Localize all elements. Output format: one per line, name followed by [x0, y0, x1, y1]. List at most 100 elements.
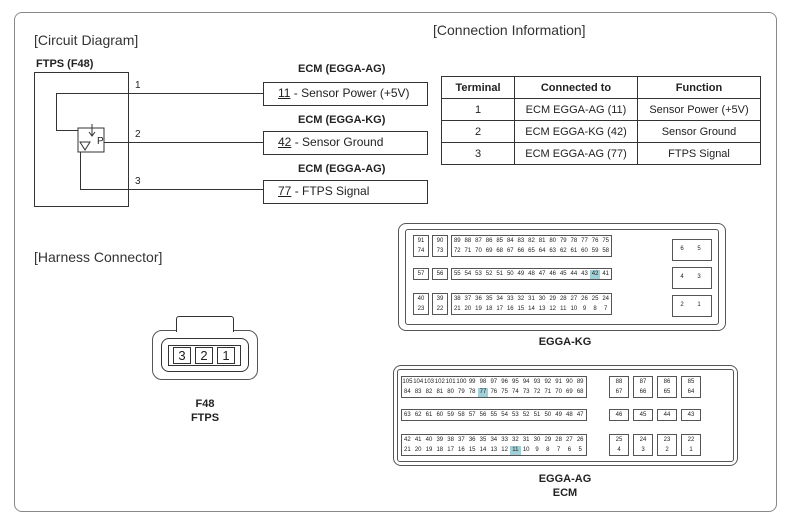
connector-pin: 97: [490, 379, 498, 385]
connector-pin: 95: [512, 379, 519, 385]
connector-pin: 44: [570, 271, 578, 277]
connector-pin: 62: [414, 412, 422, 418]
connector-pin: 49: [517, 271, 525, 277]
connector-pin: 91: [417, 238, 425, 244]
connector-group: [432, 235, 448, 257]
connector-pin: 78: [570, 238, 578, 244]
connector-pin: 85: [496, 238, 504, 244]
component-label: FTPS (F48): [36, 58, 94, 70]
connector-pin: 67: [615, 389, 623, 395]
connector-pin: 60: [436, 412, 444, 418]
connector-pin: 10: [570, 306, 578, 312]
terminal-label: - FTPS Signal: [291, 184, 370, 198]
connector-pin: 58: [458, 412, 465, 418]
connector-pin: 34: [490, 437, 498, 443]
connector-pin: 81: [538, 238, 546, 244]
connector-pin: 22: [436, 306, 444, 312]
connector-pin: 70: [475, 248, 482, 254]
f48-connector-latch: [176, 316, 234, 332]
connector-pin: 13: [538, 306, 546, 312]
connector-pin: 55: [453, 271, 461, 277]
connector-pin: 70: [555, 389, 562, 395]
connector-pin: 15: [517, 306, 525, 312]
connector-pin: 96: [501, 379, 508, 385]
connector-pin: 11: [510, 446, 521, 455]
connector-pin: 63: [404, 412, 411, 418]
connector-pin: 21: [453, 306, 461, 312]
connector-pin: 77: [477, 388, 489, 397]
connector-pin: 27: [570, 296, 578, 302]
egga-ag-caption-ecm: ECM: [552, 487, 578, 499]
terminal-label: - Sensor Power (+5V): [290, 86, 410, 100]
connector-pin: 45: [639, 412, 647, 418]
connector-pin: 72: [533, 389, 541, 395]
connector-pin: 50: [544, 412, 552, 418]
table-cell: FTPS Signal: [637, 142, 761, 165]
connector-side-group: [633, 434, 653, 456]
connector-pin: 61: [425, 412, 433, 418]
connector-pin: 24: [602, 296, 610, 302]
connector-group: [432, 293, 448, 315]
connector-pin: 5: [578, 447, 582, 453]
connector-pin: 64: [538, 248, 546, 254]
connector-pin: 90: [566, 379, 573, 385]
connector-pin: 84: [404, 389, 411, 395]
connector-pin: 91: [555, 379, 562, 385]
connector-side-group: [633, 376, 653, 398]
connector-pin: 9: [535, 447, 539, 453]
pressure-sensor-icon: P: [77, 124, 105, 153]
connector-pin: 30: [533, 437, 541, 443]
connector-pin: 88: [464, 238, 472, 244]
egga-ag-connector: [393, 365, 738, 466]
table-row: 1 ECM EGGA-AG (11) Sensor Power (+5V): [441, 98, 761, 121]
connector-pin: 61: [570, 248, 578, 254]
connector-pin: 76: [490, 389, 498, 395]
connector-pin: 56: [479, 412, 487, 418]
connector-pin: 56: [436, 271, 444, 277]
egga-kg-inner: [405, 229, 719, 325]
connector-pin: 33: [501, 437, 508, 443]
connector-pin: 75: [501, 389, 508, 395]
connector-pin: 33: [506, 296, 514, 302]
connector-side-group: [672, 239, 712, 261]
connector-pin: 83: [414, 389, 422, 395]
table-row: 3 ECM EGGA-AG (77) FTPS Signal: [441, 142, 761, 165]
connector-pin: 3: [697, 274, 701, 280]
connector-side-group: [681, 434, 701, 456]
connector-pin: 62: [559, 248, 567, 254]
connector-pin: 69: [485, 248, 493, 254]
connector-pin: 103: [423, 379, 434, 385]
connector-side-group: [657, 434, 677, 456]
connector-pin: 46: [549, 271, 557, 277]
connector-pin: 12: [501, 447, 508, 453]
connector-pin: 20: [464, 306, 472, 312]
table-cell: 1: [441, 98, 515, 121]
connector-pin: 20: [414, 447, 422, 453]
connector-pin: 23: [417, 306, 425, 312]
table-header-row: Terminal Connected to Function: [441, 76, 761, 99]
connector-group: [401, 434, 587, 456]
connector-side-group: [609, 409, 629, 421]
wire-3-drop: [80, 152, 81, 189]
connector-pin: 71: [464, 248, 472, 254]
connector-pin: 69: [566, 389, 573, 395]
connector-pin: 14: [479, 447, 487, 453]
connector-pin: 78: [468, 389, 476, 395]
connector-pin: 39: [436, 296, 444, 302]
connector-pin: 28: [555, 437, 562, 443]
connector-pin: 102: [434, 379, 445, 385]
connector-pin: 54: [501, 412, 508, 418]
connector-pin: 8: [593, 306, 597, 312]
connector-pin: 85: [687, 379, 695, 385]
connector-group: [401, 376, 587, 398]
egga-ag-caption: EGGA-AG: [538, 473, 592, 485]
connector-pin: 86: [663, 379, 671, 385]
connector-side-group: [609, 376, 629, 398]
connector-pin: 40: [425, 437, 433, 443]
connector-pin: 86: [485, 238, 493, 244]
connector-pin: 28: [559, 296, 567, 302]
connector-pin: 94: [522, 379, 530, 385]
connector-pin: 35: [479, 437, 487, 443]
sensor-symbol-letter: P: [97, 136, 104, 147]
table-cell: ECM EGGA-KG (42): [514, 120, 638, 143]
